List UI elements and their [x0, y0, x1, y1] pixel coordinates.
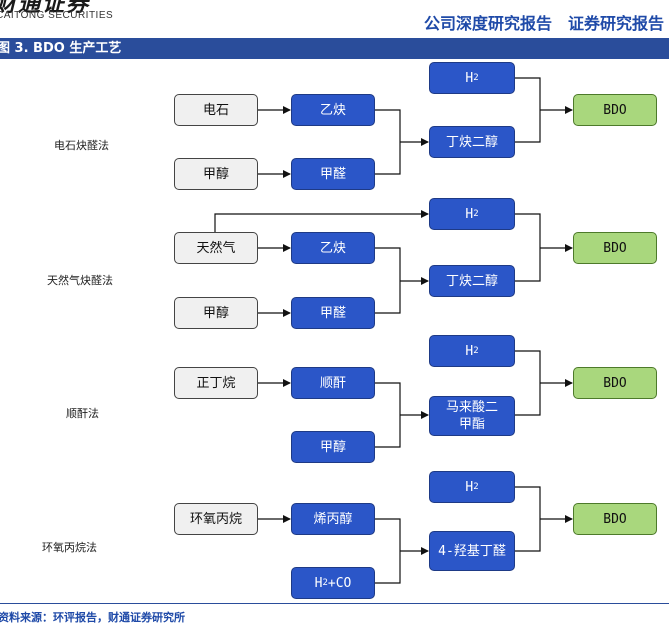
- node-intermediate-product: 马来酸二甲酯: [429, 396, 515, 436]
- node-raw-material: 电石: [174, 94, 258, 126]
- node-intermediate: 烯丙醇: [291, 503, 375, 535]
- syngas-hydrogen-symbol: H: [314, 575, 323, 591]
- hydrogen-symbol: H: [465, 206, 474, 222]
- method-label-maleic-anhydride: 顺酐法: [66, 407, 99, 420]
- figure-title: 图 3. BDO 生产工艺: [0, 41, 122, 56]
- node-intermediate: 顺酐: [291, 367, 375, 399]
- brand-logo-english: CAITONG SECURITIES: [0, 10, 114, 21]
- node-raw-material: 环氧丙烷: [174, 503, 258, 535]
- method-label-propylene-oxide: 环氧丙烷法: [42, 541, 97, 554]
- node-raw-material: 天然气: [174, 232, 258, 264]
- method-label-natural-gas: 天然气炔醛法: [47, 274, 113, 287]
- node-intermediate-product: 丁炔二醇: [429, 126, 515, 158]
- node-intermediate: 乙炔: [291, 232, 375, 264]
- node-intermediate: 甲醇: [291, 431, 375, 463]
- node-intermediate: 甲醛: [291, 297, 375, 329]
- figure-title-bar: [0, 38, 669, 59]
- source-note: 资料来源：环评报告，财通证券研究所: [0, 611, 185, 624]
- method-label-calcium-carbide: 电石炔醛法: [54, 139, 109, 152]
- node-intermediate-product: 丁炔二醇: [429, 265, 515, 297]
- node-raw-material: 正丁烷: [174, 367, 258, 399]
- node-intermediate: 甲醛: [291, 158, 375, 190]
- hydrogen-symbol: H: [465, 343, 474, 359]
- hydrogen-subscript: 2: [473, 481, 479, 492]
- hydrogen-subscript: 2: [473, 72, 479, 83]
- node-intermediate: 乙炔: [291, 94, 375, 126]
- node-bdo-output: BDO: [573, 232, 657, 264]
- node-bdo-output: BDO: [573, 503, 657, 535]
- node-bdo-output: BDO: [573, 367, 657, 399]
- report-header-title: 公司深度研究报告 证券研究报告: [424, 14, 665, 33]
- node-raw-material: 甲醇: [174, 158, 258, 190]
- syngas-hydrogen-subscript: 2: [322, 577, 328, 588]
- hydrogen-symbol: H: [465, 479, 474, 495]
- node-raw-material: 甲醇: [174, 297, 258, 329]
- footer-divider: [0, 603, 669, 604]
- syngas-co-label: +CO: [327, 575, 352, 591]
- hydrogen-symbol: H: [465, 70, 474, 86]
- node-bdo-output: BDO: [573, 94, 657, 126]
- hydrogen-subscript: 2: [473, 208, 479, 219]
- brand-logo-text: 财通证券: [0, 0, 91, 17]
- hydrogen-subscript: 2: [473, 345, 479, 356]
- node-intermediate-product: 4-羟基丁醛: [429, 531, 515, 571]
